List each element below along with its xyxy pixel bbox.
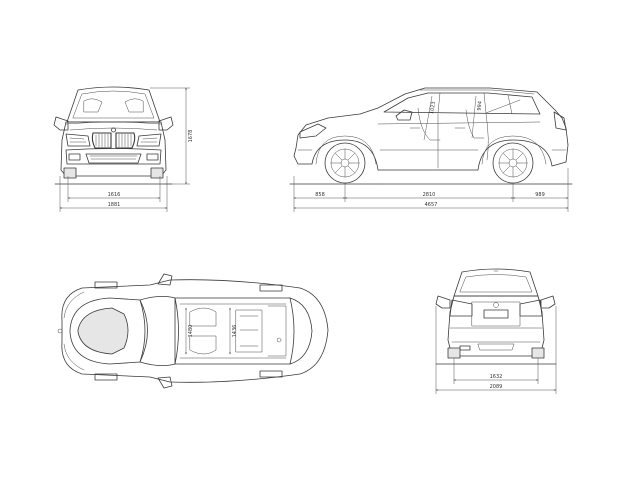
- right-headlight: [136, 133, 162, 147]
- side-rear-wheel: [492, 142, 534, 184]
- lower-air-intake: [85, 153, 142, 164]
- front-right-tire: [150, 167, 164, 179]
- top-rear-right-tire: [259, 370, 283, 378]
- windshield: [66, 86, 161, 123]
- left-foglight: [68, 153, 81, 161]
- side-windows: [383, 92, 541, 115]
- rear-left-mirror: [435, 295, 451, 309]
- left-kidney-grille: [91, 132, 112, 149]
- top-front-headroom-label: 1480: [188, 325, 194, 338]
- top-rear-left-tire: [259, 284, 283, 292]
- top-rear-headroom-label: 1436: [232, 325, 238, 338]
- front-width-label: 1881: [108, 202, 121, 208]
- rear-track-label: 1632: [490, 374, 503, 380]
- side-body: [293, 87, 569, 171]
- right-kidney-grille: [115, 132, 136, 149]
- top-front-right-tire: [94, 373, 118, 381]
- rear-left-tire: [447, 347, 461, 359]
- side-headlight: [299, 123, 327, 139]
- side-front-wheel: [324, 142, 366, 184]
- license-plate: [483, 309, 509, 319]
- front-track-label: 1616: [108, 192, 121, 198]
- top-right-mirror: [157, 376, 173, 389]
- front-view-dimensions: 1616 1881 1678: [59, 87, 194, 212]
- rear-view: [435, 268, 557, 365]
- top-body: [61, 279, 329, 383]
- right-foglight: [146, 153, 159, 161]
- top-left-mirror: [157, 273, 173, 286]
- top-view: 1480 1436: [57, 273, 329, 389]
- length-label: 4657: [425, 202, 438, 208]
- side-mirror: [395, 109, 413, 121]
- right-mirror: [158, 116, 174, 131]
- front-headroom-label: 1023: [429, 101, 437, 115]
- side-view: 1023 994: [289, 87, 573, 185]
- rear-window: [453, 268, 539, 297]
- rear-right-mirror: [540, 295, 556, 309]
- rear-right-taillight: [519, 299, 543, 317]
- top-windshield: [139, 296, 179, 366]
- rear-left-taillight: [449, 299, 473, 317]
- left-headlight: [65, 133, 91, 147]
- rear-right-tire: [531, 347, 545, 359]
- hood: [69, 297, 148, 365]
- top-front-left-tire: [94, 281, 118, 289]
- rear-view-dimensions: 1632 2089: [435, 306, 557, 394]
- left-mirror: [53, 116, 69, 131]
- height-label: 1678: [188, 130, 194, 143]
- side-view-dimensions: 858 2810 989 4657: [293, 168, 569, 212]
- rear-overhang-label: 989: [535, 192, 545, 198]
- width-mirrors-label: 2089: [490, 384, 503, 390]
- exhaust: [459, 345, 471, 351]
- rear-headroom-label: 994: [477, 101, 484, 111]
- front-overhang-label: 858: [315, 192, 325, 198]
- front-left-tire: [63, 167, 77, 179]
- wheelbase-label: 2810: [423, 192, 436, 198]
- front-view: [53, 86, 174, 185]
- side-taillight: [553, 111, 567, 131]
